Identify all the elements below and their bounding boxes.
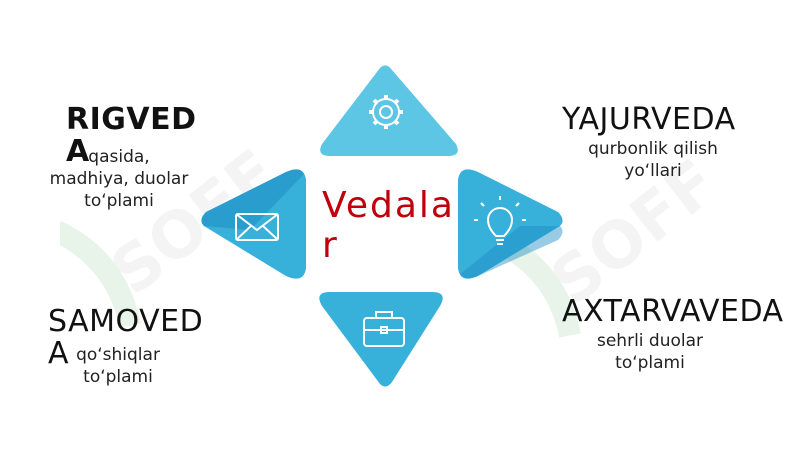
yajurveda-description: qurbonlik qilish yo‘llari: [588, 139, 718, 181]
gear-icon: [369, 95, 403, 129]
briefcase-icon: [363, 311, 405, 347]
center-title: Vedalar: [322, 185, 455, 266]
top-arrow-shape: [320, 65, 458, 156]
lightbulb-icon: [474, 196, 526, 245]
bottom-arrow-shape: [319, 292, 443, 387]
axtarvaveda-title: AXTARVAVEDA: [562, 294, 784, 329]
right-arrow-shape: [458, 169, 563, 279]
samoveda-description: qo‘shiqlar to‘plami: [76, 345, 160, 387]
yajurveda-title: YAJURVEDA: [562, 102, 736, 137]
rigveda-description: qasida, madhiya, duolar to‘plami: [49, 147, 189, 211]
axtarvaveda-description: sehrli duolar to‘plami: [596, 331, 704, 373]
rigveda-title: RIGVEDA: [66, 102, 197, 169]
samoveda-title: SAMOVEDA: [48, 304, 204, 371]
envelope-icon: [235, 213, 279, 241]
center-arrows: [201, 65, 563, 387]
